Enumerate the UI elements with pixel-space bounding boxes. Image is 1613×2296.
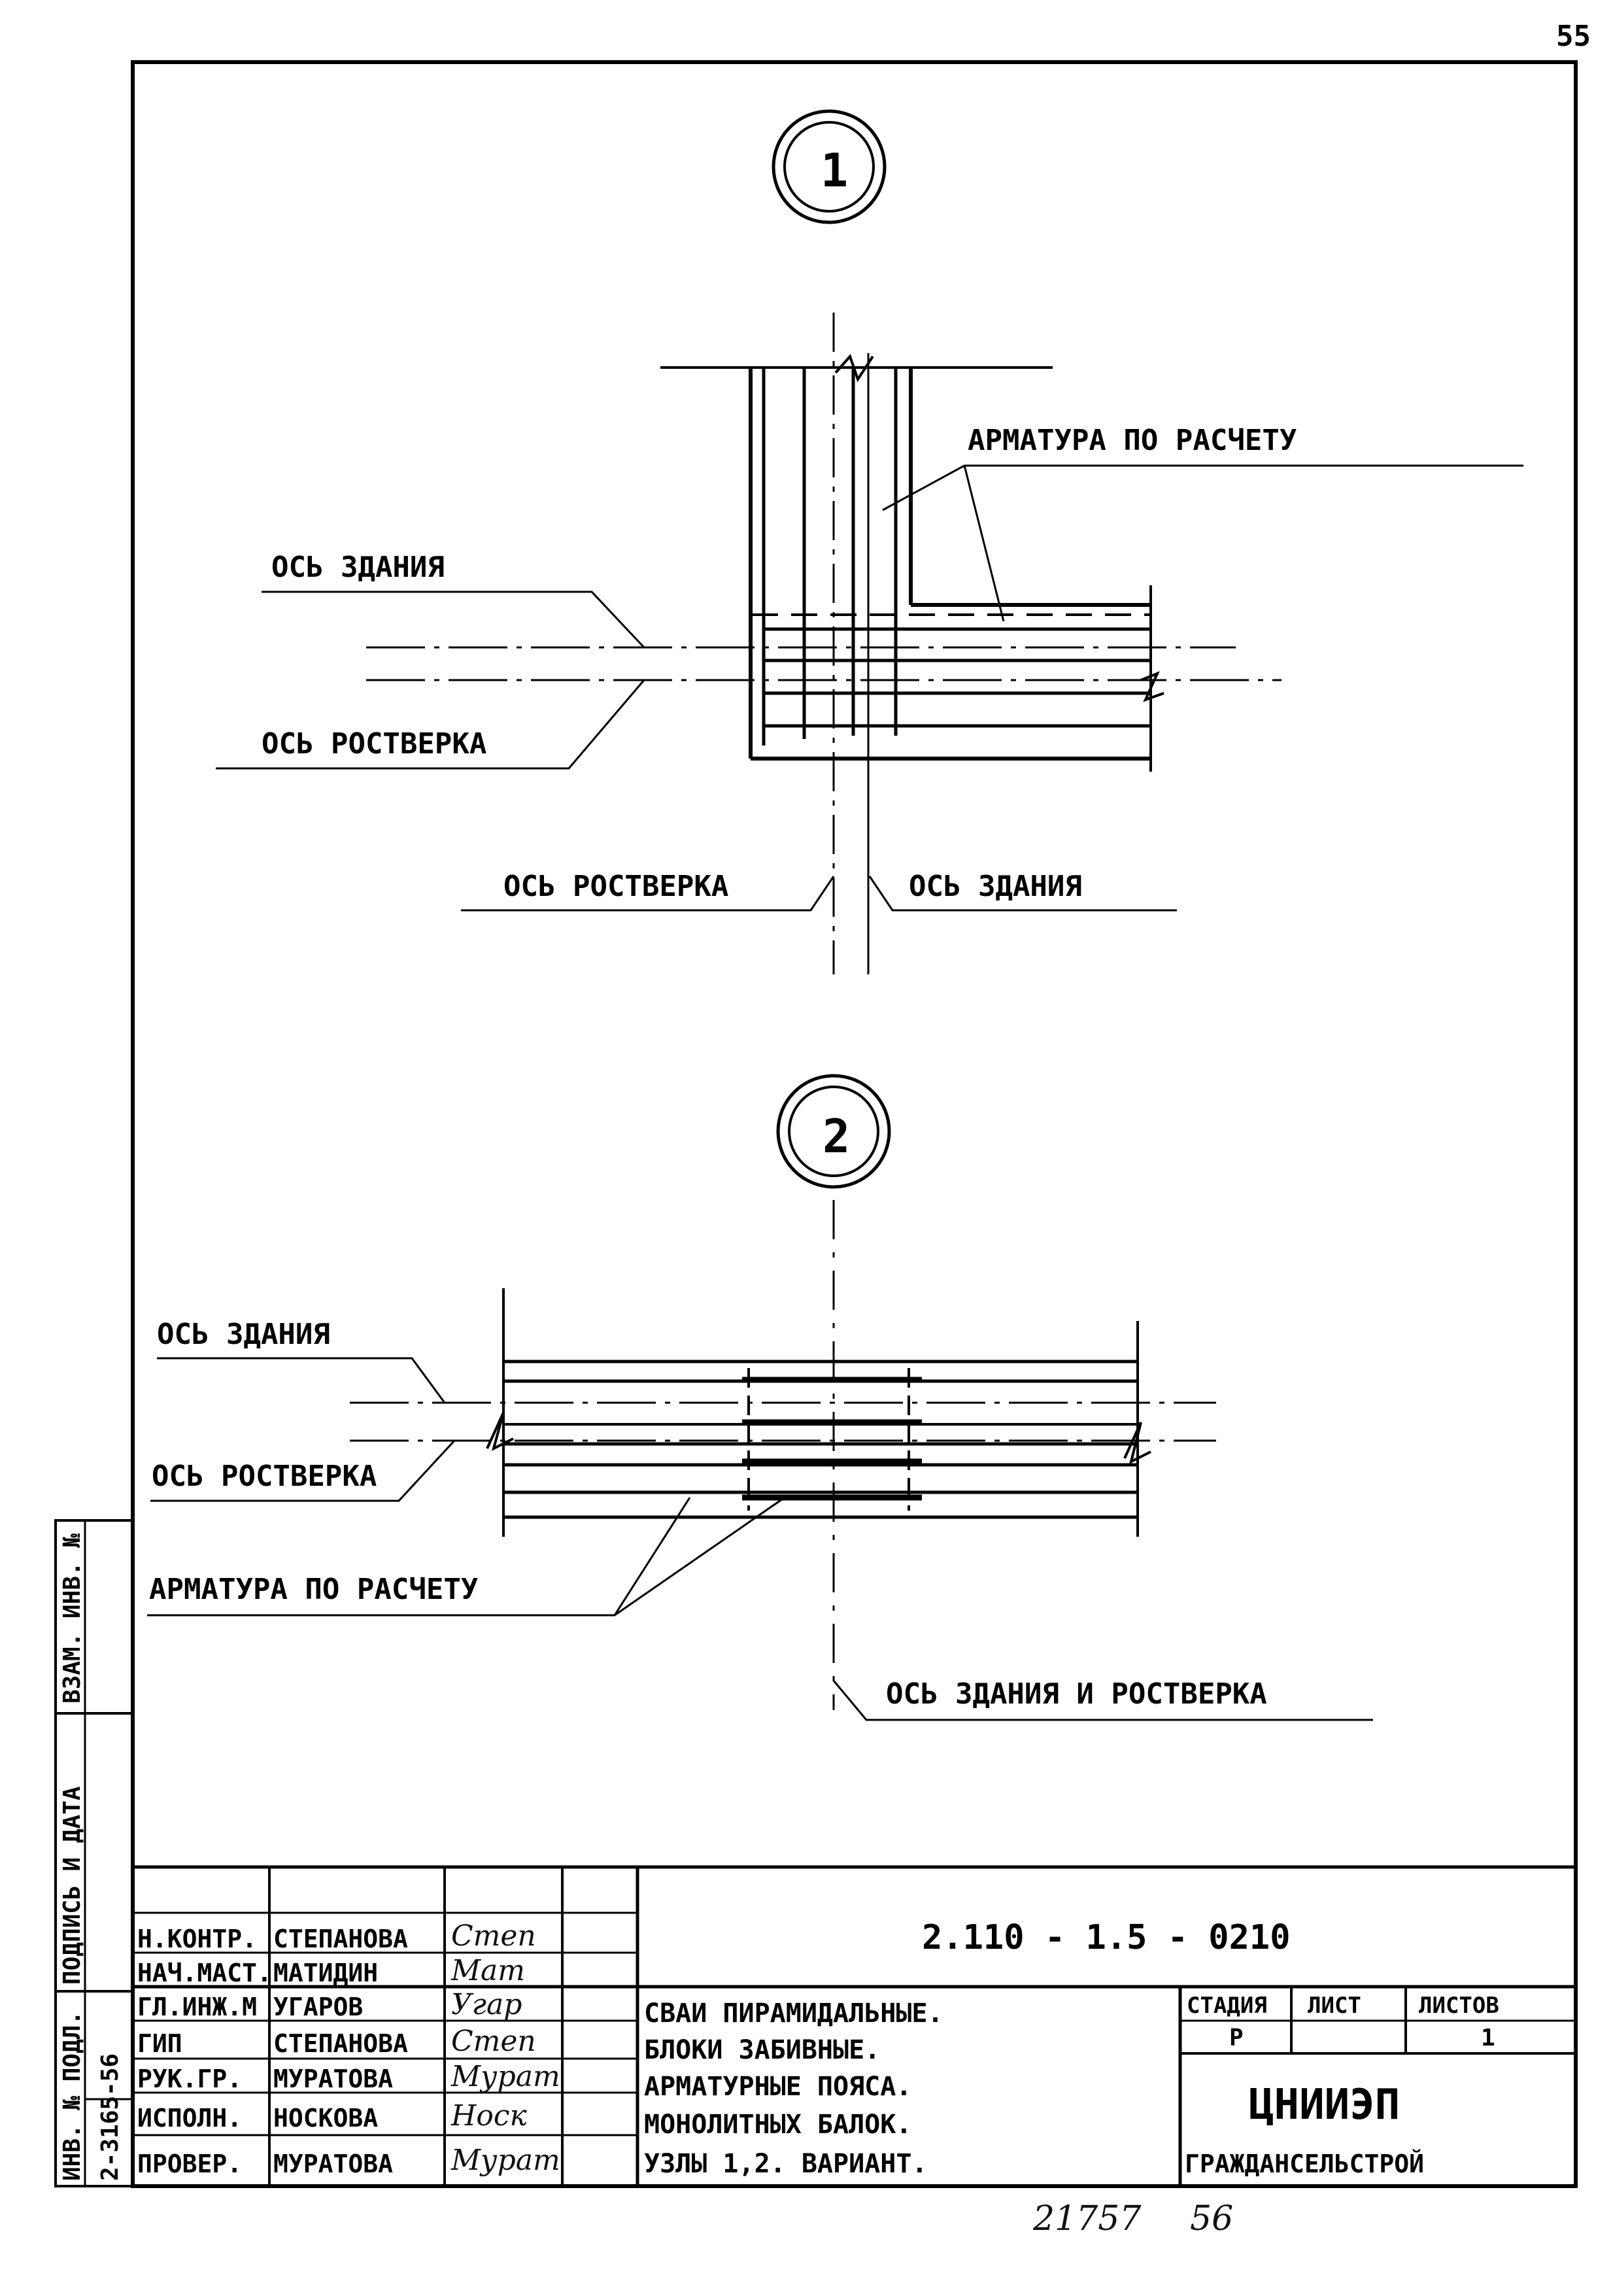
name-5: НОСКОВА — [273, 2104, 378, 2133]
role-1: НАЧ.МАСТ. — [137, 1959, 272, 1987]
role-3: ГИП — [137, 2029, 182, 2058]
description-line-3: АРМАТУРНЫЕ ПОЯСА. — [644, 2072, 911, 2102]
role-4: РУК.ГР. — [137, 2065, 242, 2093]
name-4: МУРАТОВА — [273, 2065, 393, 2093]
name-3: СТЕПАНОВА — [273, 2029, 408, 2058]
node-1-reinforcement-label: АРМАТУРА ПО РАСЧЕТУ — [968, 424, 1297, 457]
description-line-5: УЗЛЫ 1,2. ВАРИАНТ. — [644, 2149, 927, 2179]
document-code: 2.110 - 1.5 - 0210 — [922, 1918, 1291, 1957]
stage-value: Р — [1229, 2025, 1244, 2051]
signature-2: Угар — [451, 1988, 522, 2021]
signature-6: Мурат — [450, 2144, 560, 2177]
org-subtitle: ГРАЖДАНСЕЛЬСТРОЙ — [1185, 2150, 1424, 2178]
node-1-grillage-axis-vertical-label: ОСЬ РОСТВЕРКА — [503, 870, 728, 903]
role-6: ПРОВЕР. — [137, 2150, 242, 2178]
sheets-value: 1 — [1481, 2025, 1495, 2051]
node-2-reinforcement-label: АРМАТУРА ПО РАСЧЕТУ — [149, 1573, 478, 1606]
name-1: МАТИДИН — [273, 1959, 378, 1987]
name-0: СТЕПАНОВА — [273, 1925, 408, 1953]
node-1-number: 1 — [821, 144, 848, 197]
footer-number-left: 21757 — [1032, 2199, 1142, 2238]
signature-3: Степ — [451, 2025, 536, 2058]
name-2: УГАРОВ — [273, 1993, 363, 2021]
page-number: 55 — [1556, 20, 1591, 53]
stage-header: СТАДИЯ — [1187, 1993, 1267, 2019]
org-name: ЦНИИЭП — [1249, 2081, 1400, 2129]
side-stamp — [54, 1519, 134, 2187]
node-2-building-axis-label: ОСЬ ЗДАНИЯ — [157, 1318, 330, 1351]
footer-number-right: 56 — [1190, 2199, 1233, 2238]
title-block-roles: Н.КОНТР. СТЕПАНОВА Степ НАЧ.МАСТ. МАТИДИ… — [137, 1919, 560, 2178]
side-stamp-inv-podl: ИНВ. № ПОДЛ. — [59, 2011, 86, 2181]
side-stamp-signature-date: ПОДПИСЬ И ДАТА — [59, 1786, 86, 1985]
description-line-4: МОНОЛИТНЫХ БАЛОК. — [644, 2110, 911, 2140]
role-2: ГЛ.ИНЖ.М — [137, 1993, 257, 2021]
description-line-1: СВАИ ПИРАМИДАЛЬНЫЕ. — [644, 1998, 943, 2029]
title-block-grid — [133, 1865, 1576, 2186]
node-1-marker: 1 — [772, 109, 887, 224]
node-2-grillage-axis-label: ОСЬ РОСТВЕРКА — [152, 1460, 377, 1493]
node-2-number: 2 — [823, 1110, 850, 1163]
role-5: ИСПОЛН. — [137, 2104, 242, 2133]
node-2-combined-axis-label: ОСЬ ЗДАНИЯ И РОСТВЕРКА — [886, 1677, 1267, 1711]
signature-0: Степ — [451, 1919, 536, 1953]
side-stamp-replaced-inv: ВЗАМ. ИНВ. № — [59, 1534, 86, 1704]
sheet-frame — [131, 60, 1578, 2188]
sheet-header: ЛИСТ — [1308, 1993, 1361, 2019]
node-1-drawing — [216, 313, 1523, 974]
node-2-drawing — [147, 1200, 1373, 1721]
node-1-grillage-axis-label: ОСЬ РОСТВЕРКА — [262, 727, 486, 761]
signature-5: Носк — [450, 2099, 528, 2133]
signature-4: Мурат — [450, 2060, 560, 2093]
description-line-2: БЛОКИ ЗАБИВНЫЕ. — [644, 2035, 880, 2065]
signature-1: Мат — [450, 1954, 525, 1987]
node-1-building-axis-vertical-label: ОСЬ ЗДАНИЯ — [909, 870, 1082, 903]
name-6: МУРАТОВА — [273, 2150, 393, 2178]
side-stamp-inv-value: 2-3165-56 — [97, 2053, 124, 2181]
node-1-building-axis-label: ОСЬ ЗДАНИЯ — [271, 551, 445, 584]
node-2-marker: 2 — [776, 1074, 891, 1189]
role-0: Н.КОНТР. — [137, 1925, 257, 1953]
title-description: СВАИ ПИРАМИДАЛЬНЫЕ. БЛОКИ ЗАБИВНЫЕ. АРМА… — [644, 1998, 943, 2179]
sheets-header: ЛИСТОВ — [1419, 1993, 1499, 2019]
